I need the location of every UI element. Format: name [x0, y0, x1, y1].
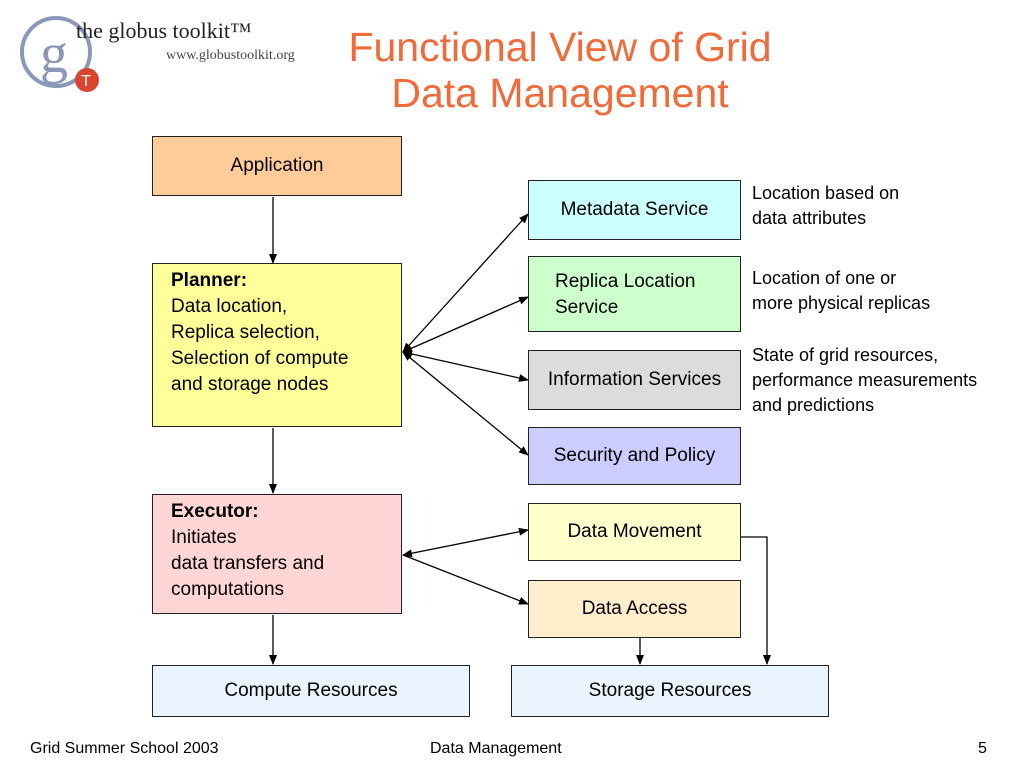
information-note: State of grid resources, performance mea… [752, 343, 977, 418]
planner-line-2: Replica selection, [171, 322, 320, 343]
information-services-box: Information Services [528, 350, 741, 410]
replica-label-line-1: Replica Location [555, 271, 696, 292]
replica-note: Location of one or more physical replica… [752, 266, 930, 316]
data-access-label: Data Access [581, 598, 688, 619]
compute-resources-label: Compute Resources [224, 680, 398, 701]
executor-heading: Executor: [171, 501, 259, 522]
arrow-planner-replica [402, 296, 529, 353]
security-policy-box: Security and Policy [528, 427, 741, 485]
metadata-note-line-2: data attributes [752, 208, 867, 228]
page-title: Functional View of Grid Data Management [300, 24, 820, 116]
metadata-service-label: Metadata Service [560, 199, 709, 220]
globus-g-icon: g T [20, 16, 99, 92]
information-note-line-3: and predictions [752, 395, 875, 415]
security-policy-label: Security and Policy [553, 445, 716, 466]
information-services-label: Information Services [547, 369, 722, 390]
executor-box: Executor: Initiates data transfers and c… [152, 494, 402, 614]
replica-label-line-2: Service [555, 297, 619, 318]
metadata-service-box: Metadata Service [528, 180, 741, 240]
metadata-note-line-1: Location based on [752, 183, 900, 203]
arrow-executor-movement [402, 527, 529, 558]
page-number: 5 [978, 740, 987, 757]
planner-line-3: Selection of compute [171, 348, 349, 369]
executor-line-2: data transfers and [171, 553, 325, 574]
executor-line-3: computations [171, 579, 285, 600]
arrow-executor-access [402, 554, 529, 605]
arrow-planner-metadata [402, 213, 529, 353]
information-note-line-2: performance measurements [752, 370, 978, 390]
logo-url: www.globustoolkit.org [166, 48, 295, 63]
application-label: Application [230, 155, 324, 176]
replica-note-line-1: Location of one or [752, 268, 897, 288]
replica-location-service-box: Replica Location Service [528, 256, 741, 332]
storage-resources-label: Storage Resources [588, 680, 752, 701]
metadata-note: Location based on data attributes [752, 181, 899, 231]
executor-line-1: Initiates [171, 527, 237, 548]
information-note-line-1: State of grid resources, [752, 345, 939, 365]
application-box: Application [152, 136, 402, 196]
data-movement-box: Data Movement [528, 503, 741, 561]
logo-badge-letter: T [81, 73, 91, 90]
footer-left: Grid Summer School 2003 [30, 740, 219, 757]
footer-center: Data Management [430, 740, 562, 757]
title-line-1: Functional View of Grid [348, 24, 772, 70]
planner-line-4: and storage nodes [171, 374, 329, 395]
data-access-box: Data Access [528, 580, 741, 638]
logo-name: the globus toolkit™ [76, 18, 252, 43]
planner-heading: Planner: [171, 270, 248, 291]
planner-line-1: Data location, [171, 296, 288, 317]
arrow-planner-security [402, 351, 529, 456]
logo-letter: g [40, 23, 68, 85]
compute-resources-box: Compute Resources [152, 665, 470, 717]
replica-note-line-2: more physical replicas [752, 293, 931, 313]
data-movement-label: Data Movement [567, 521, 702, 542]
arrow-movement-to-storage [741, 536, 771, 665]
storage-resources-box: Storage Resources [511, 665, 829, 717]
arrow-planner-information [402, 350, 529, 382]
globus-logo: g T the globus toolkit™ www.globustoolki… [14, 12, 314, 94]
planner-box: Planner: Data location, Replica selectio… [152, 263, 402, 427]
title-line-2: Data Management [391, 70, 729, 116]
